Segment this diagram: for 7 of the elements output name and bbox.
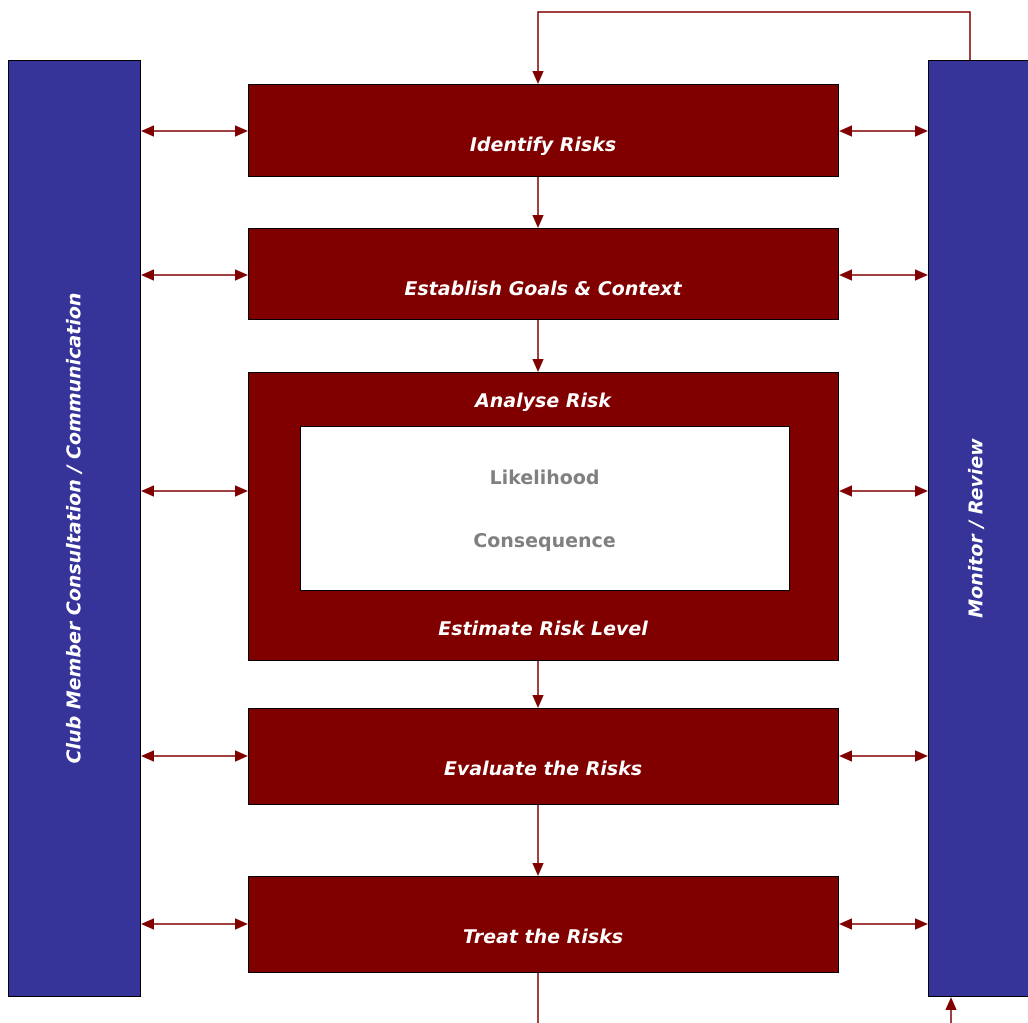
inner-box: Likelihood Consequence (300, 426, 790, 591)
process-box: Evaluate the Risks (248, 708, 839, 805)
side-bar: Club Member Consultation / Communication (8, 60, 141, 997)
side-bar: Monitor / Review (928, 60, 1028, 997)
process-box: Establish Goals & Context (248, 228, 839, 320)
process-box: Identify Risks (248, 84, 839, 177)
process-box: Treat the Risks (248, 876, 839, 973)
